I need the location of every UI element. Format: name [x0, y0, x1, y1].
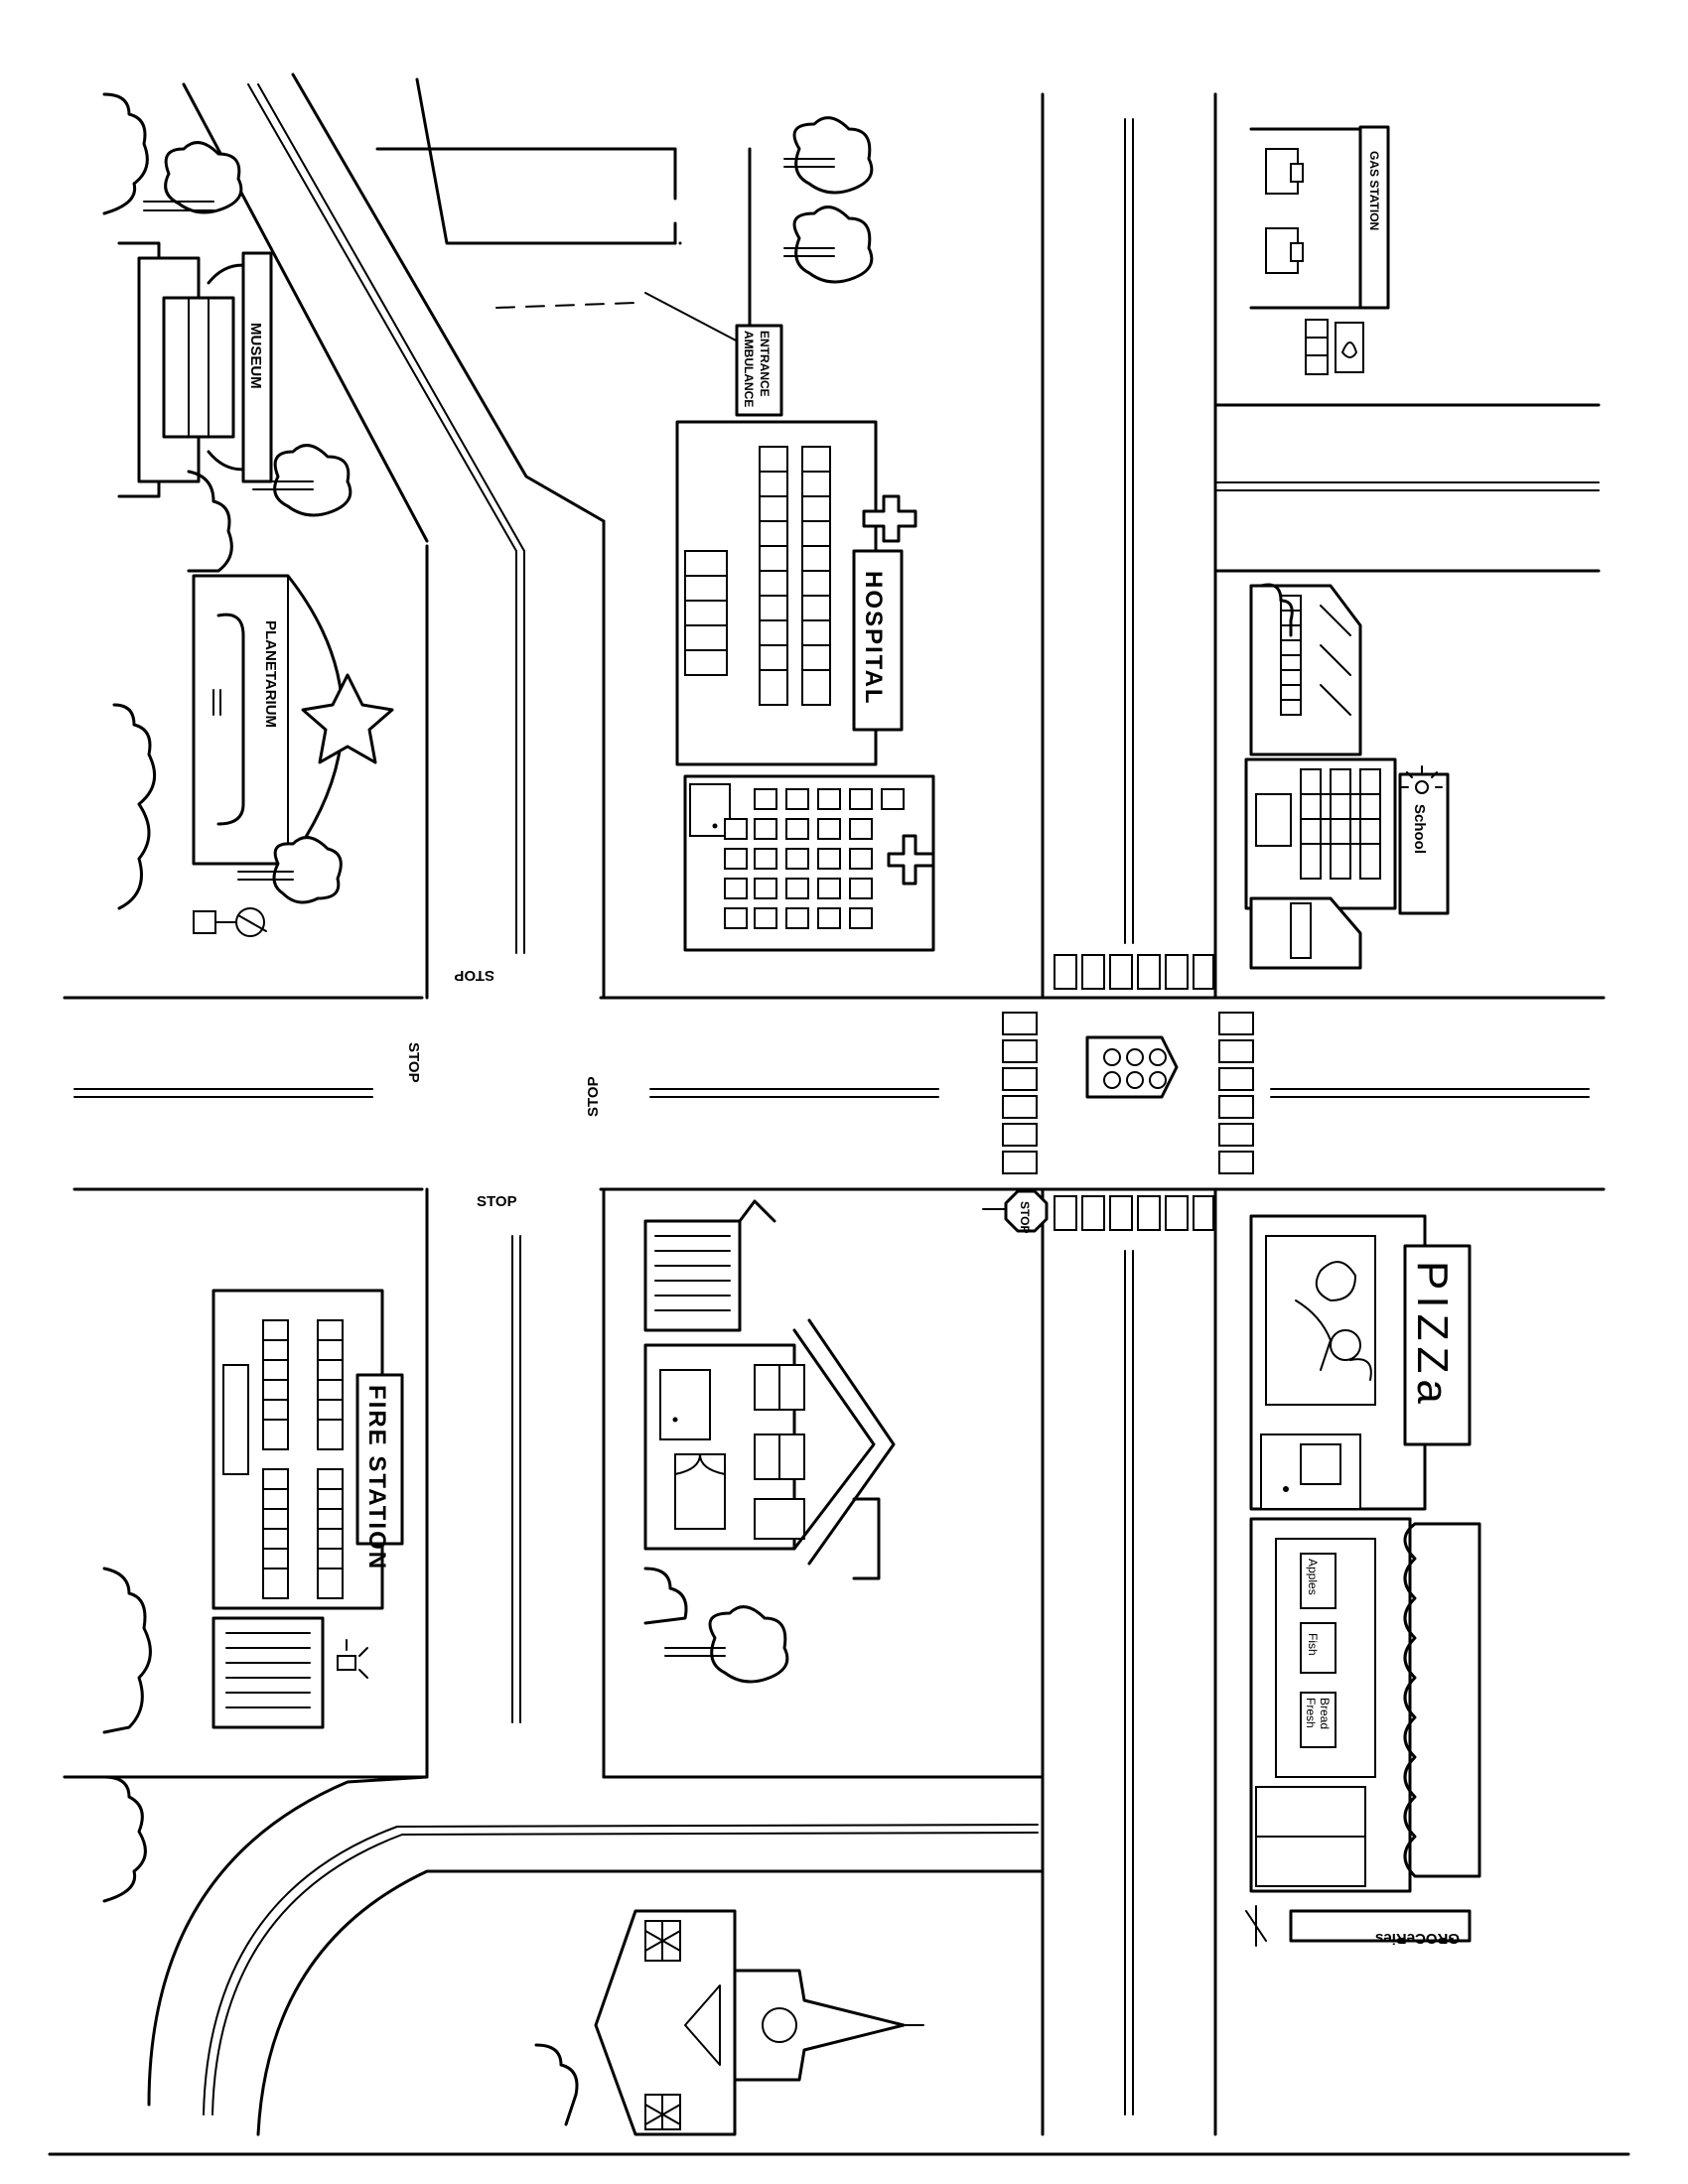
tree-icon: [143, 141, 243, 214]
road-stop-marking-left: STOP: [405, 1042, 422, 1083]
grocery-window-sign-apples: [1300, 1553, 1336, 1609]
svg-text:Fresh: Fresh: [1304, 1698, 1318, 1728]
hospital-wing-windows: [724, 788, 905, 929]
tree-icon: [237, 836, 343, 904]
gas-price-board: [1305, 319, 1329, 375]
tree-icon: [783, 116, 874, 195]
svg-text:Fish: Fish: [1306, 1633, 1320, 1656]
bush-icon: [102, 1567, 152, 1734]
sun-icon: [1401, 765, 1443, 794]
road-network: [48, 72, 1630, 2156]
grocery-awning: [1403, 1522, 1481, 1878]
bush-icon: [1259, 583, 1294, 637]
groceries-label: GROCeRies: [1375, 1930, 1460, 1947]
road-stop-marking-bottom: STOP: [477, 1193, 517, 1210]
tree-icon: [664, 1605, 789, 1684]
bush-icon: [112, 703, 157, 910]
fire-station-windows: [262, 1319, 344, 1599]
gas-station-sign: [1358, 125, 1390, 310]
traffic-light-icon: [1085, 1035, 1179, 1099]
house: [643, 1199, 896, 1580]
hospital-building: HOSPITAL AMBULANCE ENTRANCE: [675, 324, 935, 952]
fire-station-sign: [355, 1373, 404, 1546]
gas-pump-icon: [1265, 148, 1304, 195]
planetarium-label: PLANETARIUM: [262, 620, 279, 728]
bush-icon: [643, 1567, 688, 1625]
fire-station-garage: [211, 1616, 325, 1729]
road-stop-marking-center: STOP: [585, 1076, 602, 1117]
museum-sign: [241, 251, 273, 483]
gas-station-label: GAS STATION: [1367, 151, 1381, 230]
stop-sign-icon: STOP: [982, 1189, 1049, 1233]
pizza-sign: [1403, 1244, 1472, 1446]
bush-icon: [102, 1775, 147, 1903]
school-building: School: [1244, 584, 1450, 970]
telescope-icon: [193, 907, 267, 937]
bush-icon: [187, 470, 233, 573]
ambulance-entrance-sign: [735, 324, 783, 417]
church-icon: [594, 1909, 924, 2136]
grocery-window-sign-fish: [1300, 1622, 1336, 1674]
star-icon: [301, 673, 394, 764]
gas-station: GAS STATION: [1249, 125, 1390, 375]
bush-icon: [534, 2043, 579, 2126]
planetarium-building: PLANETARIUM: [192, 574, 394, 866]
grocery-window-sign-bread: [1300, 1692, 1336, 1748]
gas-pump-icon: [1265, 227, 1304, 274]
hospital-sign: [852, 549, 904, 732]
pizza-shop: PIZZa: [1249, 1214, 1472, 1511]
crosswalk-top: [1054, 954, 1214, 990]
svg-text:Bread: Bread: [1318, 1698, 1332, 1729]
cross-icon: [887, 834, 935, 886]
fire-station-label: FIRE STATION: [363, 1385, 390, 1570]
ambulance-label: AMBULANCE: [742, 331, 756, 407]
grocery-store: Apples Fish Fresh Bread GROCeRies: [1245, 1517, 1481, 1947]
hospital-windows: [759, 446, 831, 706]
road-stop-marking-top: STOP: [454, 967, 494, 984]
groceries-sign: [1289, 1909, 1472, 1943]
crosswalk-bottom: [1054, 1195, 1214, 1231]
crosswalk-right: [1218, 1012, 1254, 1174]
svg-text:STOP: STOP: [1018, 1201, 1032, 1233]
tree-icon: [252, 444, 352, 517]
tree-icon: [783, 205, 874, 284]
crosswalk-left: [1002, 1012, 1038, 1174]
fire-station: FIRE STATION: [211, 1289, 404, 1729]
chef-icon: [1295, 1261, 1372, 1381]
gas-logo-sign: [1335, 322, 1364, 373]
school-sign: [1398, 772, 1450, 915]
museum-label: MUSEUM: [247, 323, 264, 389]
siren-icon: [337, 1639, 368, 1679]
hospital-label: HOSPITAL: [860, 571, 887, 706]
bush-icon: [102, 92, 149, 215]
svg-text:Apples: Apples: [1306, 1559, 1320, 1595]
entrance-label: ENTRANCE: [758, 331, 772, 397]
cross-icon: [862, 494, 917, 543]
school-label: School: [1411, 804, 1428, 854]
museum-building: MUSEUM: [117, 241, 273, 498]
pizza-label: PIZZa: [1408, 1261, 1457, 1410]
